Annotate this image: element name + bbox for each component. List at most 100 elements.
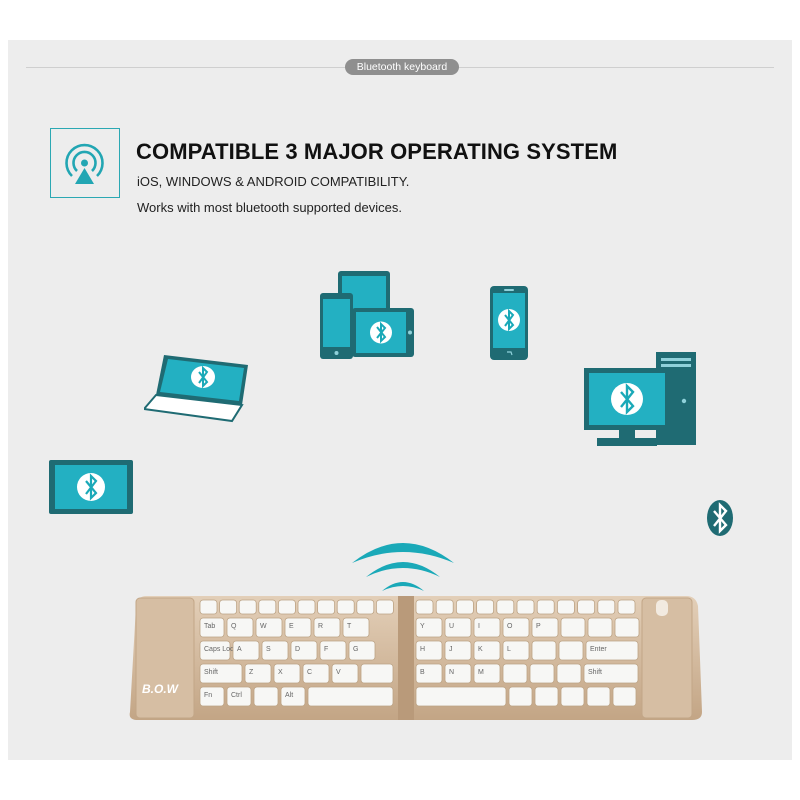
product-banner: Bluetooth keyboard COMPATIBLE 3 MAJOR OP… (8, 40, 792, 760)
function-key[interactable] (199, 599, 218, 615)
smartphone-icon (489, 285, 529, 366)
letter-key[interactable] (261, 640, 289, 661)
letter-key[interactable] (444, 640, 472, 661)
function-key[interactable] (375, 599, 394, 615)
symbol-key[interactable] (560, 617, 586, 638)
function-key[interactable] (277, 599, 296, 615)
key-label: Q (231, 623, 237, 630)
symbol-key[interactable] (529, 663, 555, 684)
enter-key[interactable] (585, 640, 639, 661)
arrow-key[interactable] (560, 686, 585, 707)
letter-key[interactable] (473, 617, 501, 638)
arrow-key[interactable] (508, 686, 533, 707)
letter-key[interactable] (313, 617, 341, 638)
compatibility-line: iOS, WINDOWS & ANDROID COMPATIBILITY. (137, 174, 410, 189)
function-key[interactable] (238, 599, 257, 615)
letter-key[interactable] (284, 617, 312, 638)
function-key[interactable] (476, 599, 495, 615)
support-line: Works with most bluetooth supported devi… (137, 200, 402, 215)
function-key[interactable] (516, 599, 535, 615)
letter-key[interactable] (226, 617, 254, 638)
key-label: D (295, 646, 300, 653)
arrow-key[interactable] (612, 686, 637, 707)
letter-key[interactable] (319, 640, 347, 661)
function-key[interactable] (356, 599, 375, 615)
key-label: J (449, 646, 453, 653)
key-label: I (478, 623, 480, 630)
key-label: W (260, 623, 267, 630)
letter-key[interactable] (290, 640, 318, 661)
symbol-key[interactable] (502, 663, 528, 684)
key-label: M (478, 669, 484, 676)
function-key[interactable] (336, 599, 355, 615)
key-label: H (420, 646, 425, 653)
letter-key[interactable] (502, 617, 530, 638)
letter-key[interactable] (444, 663, 472, 684)
letter-key[interactable] (273, 663, 301, 684)
function-key[interactable] (219, 599, 237, 615)
key-label: F (324, 646, 328, 653)
function-key[interactable] (556, 599, 575, 615)
fn-key[interactable] (199, 686, 225, 707)
letter-key[interactable] (415, 663, 443, 684)
letter-key[interactable] (415, 640, 443, 661)
letter-key[interactable] (473, 640, 501, 661)
function-key[interactable] (455, 599, 474, 615)
arrow-key[interactable] (534, 686, 559, 707)
shift-key[interactable] (199, 663, 243, 684)
caps-lock-key[interactable] (199, 640, 231, 661)
key-label: Ctrl (231, 692, 242, 699)
key-label: Fn (204, 692, 212, 699)
key-label: B (420, 669, 425, 676)
alt-key[interactable] (280, 686, 306, 707)
tab-key[interactable] (199, 617, 225, 638)
letter-key[interactable] (444, 617, 472, 638)
symbol-key[interactable] (614, 617, 640, 638)
function-key[interactable] (317, 599, 336, 615)
space-key[interactable] (307, 686, 394, 707)
symbol-key[interactable] (587, 617, 613, 638)
key-label: Alt (285, 692, 293, 699)
function-key[interactable] (536, 599, 555, 615)
key-label: V (336, 669, 341, 676)
letter-key[interactable] (255, 617, 283, 638)
space-key[interactable] (415, 686, 507, 707)
key-label: X (278, 669, 283, 676)
shift-key[interactable] (583, 663, 639, 684)
letter-key[interactable] (244, 663, 272, 684)
key-label: T (347, 623, 352, 630)
letter-key[interactable] (331, 663, 359, 684)
letter-key[interactable] (348, 640, 376, 661)
arrow-key[interactable] (586, 686, 611, 707)
letter-key[interactable] (360, 663, 394, 684)
letter-key[interactable] (473, 663, 501, 684)
key-label: U (449, 623, 454, 630)
bluetooth-icon (706, 499, 734, 542)
symbol-key[interactable] (556, 663, 582, 684)
symbol-key[interactable] (558, 640, 584, 661)
letter-key[interactable] (232, 640, 260, 661)
key-label: Caps Lock (204, 646, 238, 653)
key-label: Tab (204, 623, 215, 630)
letter-key[interactable] (531, 617, 559, 638)
letter-key[interactable] (502, 640, 530, 661)
win-key[interactable] (253, 686, 279, 707)
brand-logo: B.O.W (142, 682, 180, 696)
key-label: C (307, 669, 312, 676)
function-key[interactable] (258, 599, 277, 615)
letter-key[interactable] (415, 617, 443, 638)
ctrl-key[interactable] (226, 686, 252, 707)
function-key[interactable] (297, 599, 316, 615)
function-key[interactable] (577, 599, 596, 615)
function-key[interactable] (496, 599, 515, 615)
function-key[interactable] (435, 599, 454, 615)
letter-key[interactable] (302, 663, 330, 684)
key-label: P (536, 623, 541, 630)
function-key[interactable] (617, 599, 636, 615)
function-key[interactable] (415, 599, 434, 615)
key-label: G (353, 646, 358, 653)
letter-key[interactable] (342, 617, 370, 638)
symbol-key[interactable] (531, 640, 557, 661)
function-key[interactable] (597, 599, 616, 615)
